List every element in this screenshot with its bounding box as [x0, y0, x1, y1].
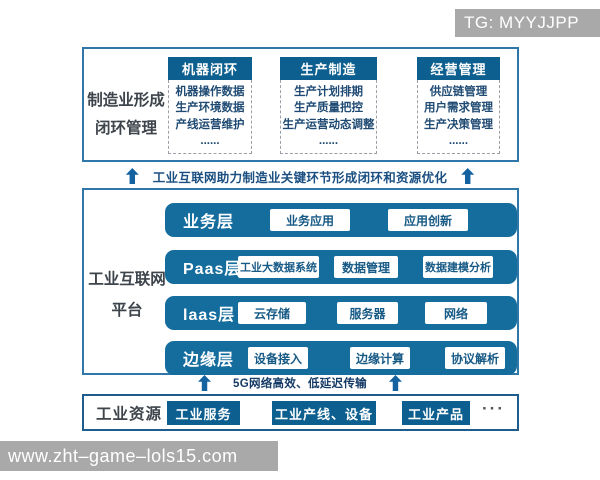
layer-name: laas层	[183, 307, 236, 324]
column-machine-loop-items: 机器操作数据 生产环境数据 产线运营维护 ......	[168, 80, 252, 154]
layer-row-paas: Paas层 工业大数据系统 数据管理 数据建模分析	[165, 250, 517, 284]
resource-box: 工业产品	[402, 401, 470, 425]
up-arrow-icon	[198, 375, 212, 391]
layer-row-iaas: laas层 云存储 服务器 网络	[165, 296, 517, 330]
column-production-header: 生产制造	[280, 57, 377, 80]
platform-box: 工业互联网 平台 业务层 业务应用 应用创新 Paas层 工业大数据系统 数据管…	[82, 188, 519, 375]
list-item: 生产决策管理	[424, 118, 493, 131]
column-operation-items: 供应链管理 用户需求管理 生产决策管理 ......	[417, 80, 500, 154]
resource-box: 工业产线、设备	[272, 401, 376, 425]
column-operation-header: 经营管理	[417, 57, 500, 80]
platform-label-line1: 工业互联网	[88, 271, 166, 288]
layer-box: 应用创新	[388, 209, 468, 231]
layer-row-business: 业务层 业务应用 应用创新	[165, 203, 517, 237]
manufacturing-loop-box: 制造业形成 闭环管理 机器闭环 机器操作数据 生产环境数据 产线运营维护 ...…	[82, 47, 519, 162]
caption-row-top: 工业互联网助力制造业关键环节形成闭环和资源优化	[0, 167, 600, 185]
caption-row-bottom: 5G网络高效、低延迟传输	[0, 375, 600, 391]
layer-name: 业务层	[183, 214, 235, 231]
resources-box: 工业资源 工业服务 工业产线、设备 工业产品 ···	[82, 394, 519, 431]
platform-label: 工业互联网 平台	[84, 264, 170, 326]
manufacturing-loop-label-line1: 制造业形成	[87, 92, 165, 109]
layer-box: 网络	[425, 302, 487, 324]
list-item: 生产质量把控	[294, 102, 363, 114]
platform-label-line2: 平台	[111, 302, 143, 319]
list-item: 供应链管理	[429, 85, 488, 98]
list-item: 生产计划排期	[294, 85, 363, 98]
list-item: 生产运营动态调整	[282, 118, 375, 131]
ellipsis-item: ......	[200, 135, 220, 147]
tg-badge-text: TG: MYYJJPP	[464, 13, 580, 32]
up-arrow-icon	[388, 375, 402, 391]
column-machine-loop: 机器闭环 机器操作数据 生产环境数据 产线运营维护 ......	[168, 57, 252, 154]
resources-label: 工业资源	[95, 405, 162, 423]
layer-box: 云存储	[238, 302, 306, 324]
up-arrow-icon	[125, 168, 139, 184]
layer-box: 工业大数据系统	[238, 256, 319, 278]
layer-box: 服务器	[337, 302, 398, 324]
layer-box: 业务应用	[270, 209, 350, 231]
layer-box: 数据管理	[334, 256, 398, 278]
list-item: 用户需求管理	[424, 102, 493, 114]
column-operation: 经营管理 供应链管理 用户需求管理 生产决策管理 ......	[417, 57, 500, 154]
manufacturing-loop-label-line2: 闭环管理	[94, 120, 157, 137]
ellipsis-item: ......	[448, 135, 469, 147]
list-item: 生产环境数据	[175, 102, 245, 114]
layer-box: 边缘计算	[350, 347, 410, 369]
resource-box: 工业服务	[167, 401, 240, 425]
column-machine-loop-header: 机器闭环	[168, 57, 252, 80]
caption-bottom-text: 5G网络高效、低延迟传输	[233, 378, 367, 390]
layer-name: Paas层	[183, 261, 242, 278]
watermark-text: www.zht–game–lols15.com	[8, 445, 238, 466]
layer-name: 边缘层	[183, 352, 235, 369]
ellipsis-item: ......	[318, 135, 339, 147]
layer-box: 协议解析	[445, 347, 505, 369]
layer-box: 数据建模分析	[423, 256, 493, 278]
tg-badge: TG: MYYJJPP	[455, 9, 600, 37]
resources-ellipsis: ···	[482, 399, 505, 418]
layer-row-edge: 边缘层 设备接入 边缘计算 协议解析	[165, 341, 517, 375]
caption-top-text: 工业互联网助力制造业关键环节形成闭环和资源优化	[152, 170, 448, 185]
list-item: 机器操作数据	[175, 85, 245, 98]
list-item: 产线运营维护	[175, 118, 245, 131]
layer-box: 设备接入	[248, 347, 308, 369]
up-arrow-icon	[461, 168, 475, 184]
manufacturing-loop-label: 制造业形成 闭环管理	[84, 87, 168, 143]
column-production: 生产制造 生产计划排期 生产质量把控 生产运营动态调整 ......	[280, 57, 377, 154]
column-production-items: 生产计划排期 生产质量把控 生产运营动态调整 ......	[280, 80, 377, 154]
watermark-bar: www.zht–game–lols15.com	[0, 441, 278, 471]
